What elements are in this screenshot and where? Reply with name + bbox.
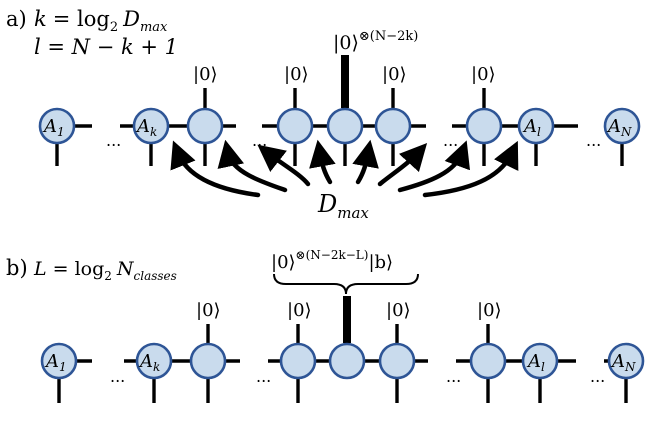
- tensor-node-al: [517, 107, 555, 145]
- panel-a-equation-l: l = N − k + 1: [34, 35, 178, 59]
- tensor-node-al: [521, 342, 559, 380]
- arrow: [309, 139, 336, 185]
- tensor-node-a1: [40, 342, 78, 380]
- ellipsis: ...: [586, 131, 601, 150]
- arrow: [352, 139, 379, 185]
- ket-label: |0⟩: [386, 300, 411, 321]
- tensor-node-ak: [132, 107, 170, 145]
- tensor-node: [326, 107, 364, 145]
- arrow: [257, 144, 311, 187]
- tensor-node: [469, 342, 507, 380]
- tensor-node: [378, 342, 416, 380]
- tensor-node-an: [603, 107, 641, 145]
- tensor-node: [328, 342, 366, 380]
- ket-label: |0⟩: [196, 300, 221, 321]
- ellipsis: ...: [256, 367, 271, 386]
- tensor-node-an: [607, 342, 645, 380]
- ket-label: |0⟩: [287, 300, 312, 321]
- arrow: [170, 140, 261, 198]
- node-label-a1: A1: [44, 351, 67, 374]
- ellipsis: ...: [106, 131, 121, 150]
- node-label-an: AN: [606, 116, 632, 139]
- node-label-al: Al: [526, 351, 545, 374]
- panel-a-tag: a): [6, 7, 27, 31]
- ellipsis: ...: [110, 367, 125, 386]
- tensor-node-ak: [135, 342, 173, 380]
- node-label-an: AN: [610, 351, 636, 374]
- node-label-al: Al: [522, 116, 541, 139]
- central-ket-label: |0⟩⊗(N−2k): [333, 29, 418, 54]
- tensor-node: [186, 107, 224, 145]
- node-label-a1: A1: [42, 116, 65, 139]
- arrow: [397, 140, 470, 193]
- ellipsis: ...: [443, 131, 458, 150]
- ket-label: |0⟩: [284, 64, 309, 85]
- ket-label: |0⟩: [471, 64, 496, 85]
- tensor-node-a1: [38, 107, 76, 145]
- tensor-node: [276, 107, 314, 145]
- panel-b-tag: b): [6, 256, 28, 280]
- arrow: [217, 139, 288, 193]
- dmax-arrows: [170, 139, 519, 198]
- ket-label: |0⟩: [193, 64, 218, 85]
- curly-brace: [273, 273, 419, 295]
- node-label-ak: Ak: [135, 116, 157, 139]
- ellipsis: ...: [446, 367, 461, 386]
- tensor-node: [279, 342, 317, 380]
- dmax-label: Dmax: [317, 190, 369, 222]
- ket-label: |0⟩: [477, 300, 502, 321]
- tensor-node: [374, 107, 412, 145]
- tensor-node: [465, 107, 503, 145]
- arrow: [377, 143, 428, 187]
- ellipsis: ...: [590, 367, 605, 386]
- arrow: [422, 140, 519, 198]
- brace-ket-label: |0⟩⊗(N−2k−L)|b⟩: [271, 248, 393, 273]
- tensor-node: [189, 342, 227, 380]
- node-label-ak: Ak: [138, 351, 160, 374]
- ket-label: |0⟩: [382, 64, 407, 85]
- ellipsis: ...: [252, 131, 267, 150]
